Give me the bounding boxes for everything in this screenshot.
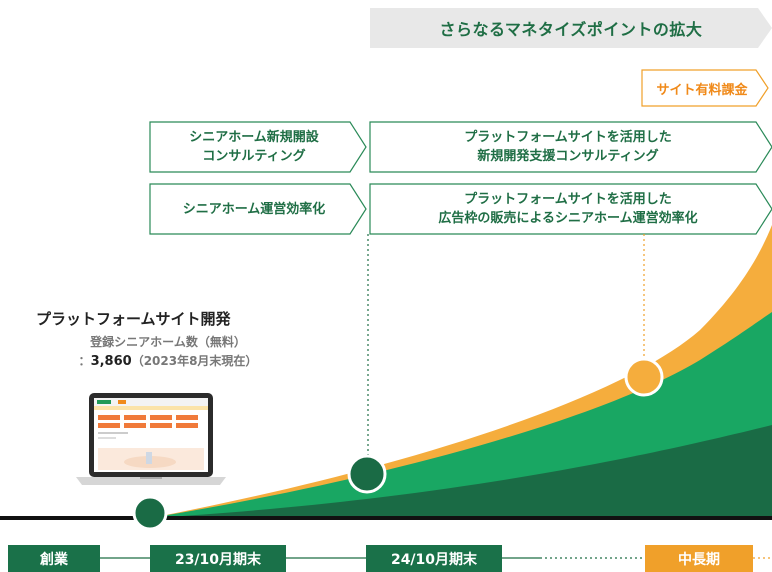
efficiency-platform-arrow-box (369, 183, 772, 235)
monetization-arrow-box (641, 69, 769, 107)
timeline-founding: 創業 (8, 545, 100, 572)
efficiency-platform-line1: プラットフォームサイトを活用した (464, 192, 672, 207)
efficiency-label: シニアホーム運営効率化 (182, 201, 326, 217)
efficiency-platform-label: プラットフォームサイトを活用した 広告枠の販売によるシニアホーム運営効率化 (370, 184, 766, 234)
laptop-screenshot-illustration (76, 393, 226, 485)
monetization-label: サイト有料課金 (656, 82, 748, 98)
efficiency-arrow-box (149, 183, 367, 235)
registered-count: 3,860 (90, 354, 132, 369)
consulting-platform-label: プラットフォームサイトを活用した 新規開発支援コンサルティング (370, 122, 766, 172)
timeline-fy23: 23/10月期末 (150, 545, 286, 572)
registered-note: （2023年8月末現在） (131, 354, 258, 368)
consulting-platform-arrow-box (369, 121, 772, 173)
consulting-platform-line1: プラットフォームサイトを活用した (464, 130, 672, 145)
efficiency-platform-line2: 広告枠の販売によるシニアホーム運営効率化 (438, 211, 698, 226)
registered-value-line: ：3,860（2023年8月末現在） (50, 352, 286, 371)
consulting-platform-line2: 新規開発支援コンサルティング (477, 149, 659, 164)
consulting-new-line2: コンサルティング (202, 149, 306, 164)
consulting-new-label: シニアホーム新規開設 コンサルティング (150, 122, 358, 172)
milestone-fy24-dot (347, 454, 387, 494)
consulting-new-line1: シニアホーム新規開設 (189, 130, 319, 145)
growth-area-dark-green (150, 425, 772, 518)
timeline-fy24: 24/10月期末 (366, 545, 502, 572)
timeline-mid-long: 中長期 (645, 545, 753, 572)
consulting-new-arrow-box (149, 121, 367, 173)
banner-arrow (370, 8, 772, 48)
registered-label: 登録シニアホーム数（無料） (90, 335, 246, 349)
milestone-mid-long-dot (624, 357, 664, 397)
development-title: プラットフォームサイト開発 (36, 310, 231, 328)
registered-prefix: ： (78, 354, 91, 368)
milestone-fy23-dot (132, 495, 168, 531)
banner-title: さらなるマネタイズポイントの拡大 (439, 20, 703, 39)
registered-homes: 登録シニアホーム数（無料） ：3,860（2023年8月末現在） (50, 333, 286, 371)
